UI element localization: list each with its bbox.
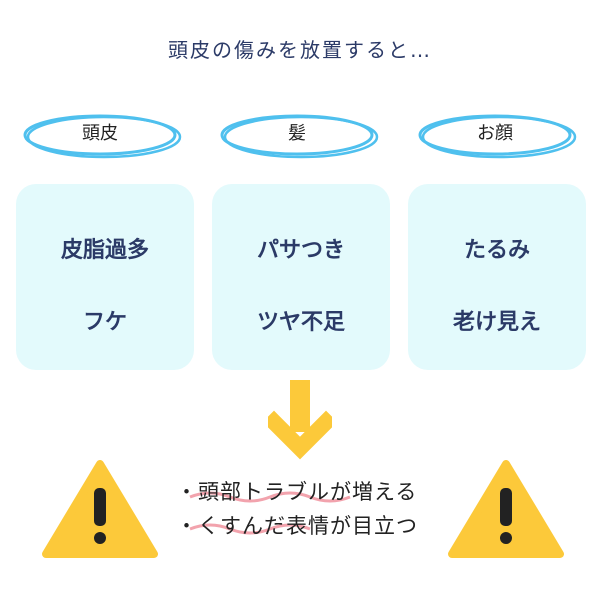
result-line: ・くすんだ表情が目立つ: [176, 514, 418, 538]
result-line: ・頭部トラブルが増える: [176, 480, 418, 504]
card-face: たるみ老け見え: [408, 184, 586, 370]
warning-icon: [448, 460, 564, 558]
category-label-face: お顔: [415, 110, 585, 162]
page-title: 頭皮の傷みを放置すると…: [168, 38, 432, 62]
underline-scribble-icon: [189, 491, 351, 535]
scribble-oval-icon: [23, 114, 182, 159]
category-label-hair: 髪: [217, 110, 387, 162]
down-arrow-icon: [268, 380, 332, 460]
category-label-scalp: 頭皮: [20, 110, 190, 162]
scribble-oval-icon: [220, 114, 379, 159]
card-hair: パサつきツヤ不足: [212, 184, 390, 370]
scribble-oval-icon: [418, 114, 577, 159]
card-scalp: 皮脂過多フケ: [16, 184, 194, 370]
warning-icon: [42, 460, 158, 558]
